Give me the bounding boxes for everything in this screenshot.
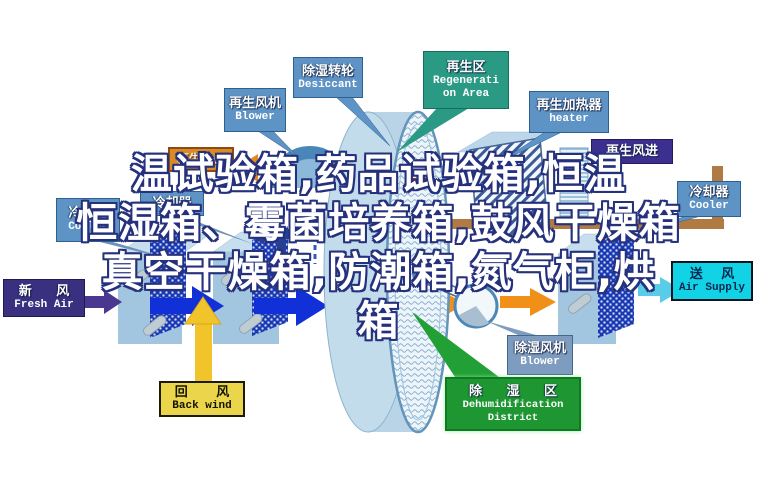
desiccant-wheel-zh: 除湿转轮 [301,63,354,79]
cooler-left-1-en: Cooler [68,221,108,233]
callout-pointers [100,96,702,377]
label-cooler-left-2: 冷却器 [140,191,204,216]
watermark-line-2: 恒湿箱、霉菌培养箱,鼓风干燥箱 [76,199,681,247]
label-back-wind: 回 风 Back wind [159,381,245,417]
dehumid-district-zh: 除 湿 区 [468,383,558,399]
regen-air-in-zh: 再生风进 [605,144,658,159]
watermark-line-3: 真空干燥箱,防潮箱,氮气柜,烘 [101,248,656,296]
watermark-text: 温试验箱,药品试验箱,恒温 恒湿箱、霉菌培养箱,鼓风干燥箱 真空干燥箱,防潮箱,… [0,150,757,346]
label-regen-area: 再生区 Regenerati on Area [423,51,509,109]
fresh-air-zh: 新 风 [18,284,70,299]
back-wind-zh: 回 风 [174,385,230,400]
fresh-air-arrow [80,290,122,314]
label-cooler-left-1: 冷却器 Cooler [56,198,120,242]
cooler-right-zh: 冷却器 [689,185,729,200]
label-regen-blower: 再生风机 Blower [224,88,286,132]
regen-flow-indicators [247,218,325,274]
desiccant-wheel-en: Desiccant [298,78,358,91]
label-desiccant-wheel: 除湿转轮 Desiccant [293,57,363,98]
dehumid-district-en: Dehumidification District [462,398,564,424]
regen-area-en: Regenerati on Area [432,74,499,100]
label-regen-air-in: 再生风进 [591,139,673,164]
regen-air-out-zh: 再生风出 [176,152,225,166]
watermark-line-4: 箱 [357,297,400,345]
cooler-left-1-zh: 冷却器 [68,206,108,221]
label-dehumid-district: 除 湿 区 Dehumidification District [445,377,581,431]
regen-area-zh: 再生区 [446,59,486,75]
watermark-line-1: 温试验箱,药品试验箱,恒温 [130,150,627,198]
label-air-supply: 送 风 Air Supply [671,261,753,301]
cooler-unit-right [557,229,643,344]
cooler-right-en: Cooler [689,200,729,212]
desiccant-rotor [323,110,451,434]
process-air-arrow-2 [254,286,328,326]
regen-blower-en: Blower [235,111,275,123]
label-dehumid-blower: 除湿风机 Blower [507,335,573,375]
regen-air-out-arrow [236,154,292,182]
label-regen-air-out: 再生风出 [168,147,234,172]
dehumid-blower-zh: 除湿风机 [513,341,566,356]
air-supply-en: Air Supply [678,282,745,294]
back-wind-en: Back wind [172,400,232,412]
regen-heater-en: heater [549,113,589,125]
label-fresh-air: 新 风 Fresh Air [3,279,85,317]
cooler-left-2-zh: 冷却器 [152,196,192,211]
fresh-air-en: Fresh Air [14,299,74,311]
back-wind-arrow [184,296,222,382]
label-regen-heater: 再生加热器 heater [529,91,609,133]
dehumid-blower-fan [422,269,499,329]
dry-air-arrow-2 [500,288,556,316]
air-supply-zh: 送 风 [689,267,735,282]
label-cooler-right: 冷却器 Cooler [677,181,741,217]
regen-blower-zh: 再生风机 [228,96,281,111]
regen-heater-zh: 再生加热器 [536,98,602,113]
dehumid-blower-en: Blower [520,356,560,368]
